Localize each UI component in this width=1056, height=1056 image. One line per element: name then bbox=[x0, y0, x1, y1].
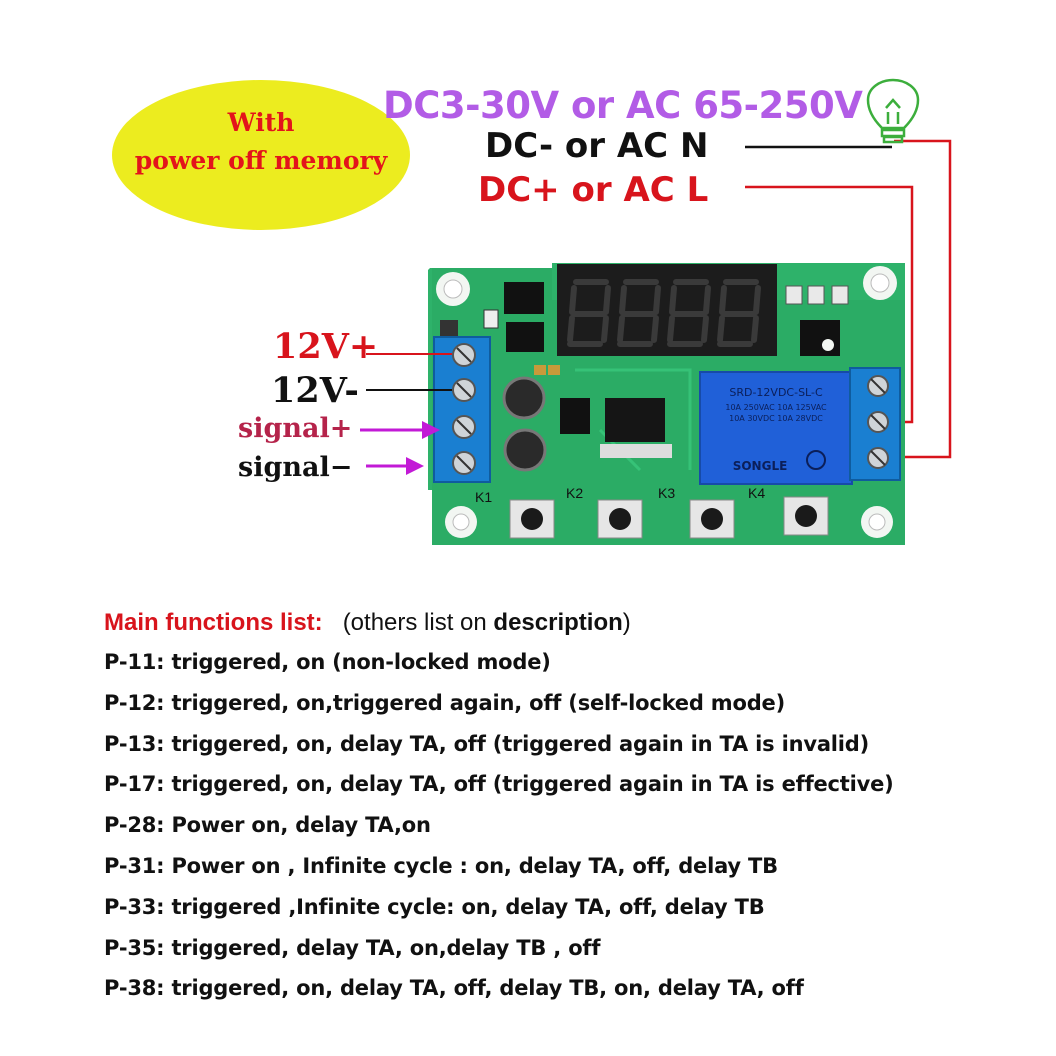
functions-subtitle-prefix: (others list on bbox=[342, 609, 494, 636]
functions-header: Main functions list: (others list on des… bbox=[104, 604, 1004, 642]
relay-rating-2: 10A 30VDC 10A 28VDC bbox=[729, 414, 823, 423]
functions-subtitle-suffix: ) bbox=[622, 609, 631, 636]
function-item: P-11: triggered, on (non-locked mode) bbox=[104, 650, 551, 674]
relay-logo-icon bbox=[806, 450, 826, 470]
functions-subtitle-bold: description bbox=[493, 609, 623, 636]
voltage-range-label: DC3-30V or AC 65-250V bbox=[383, 84, 863, 127]
memory-label: With power off memory bbox=[112, 104, 410, 180]
function-item: P-17: triggered, on, delay TA, off (trig… bbox=[104, 772, 894, 797]
neg-wire-label: DC- or AC N bbox=[485, 126, 709, 166]
key-label-k4: K4 bbox=[748, 485, 765, 501]
light-bulb-icon bbox=[866, 78, 920, 144]
terminal-label-12v-plus: 12V+ bbox=[273, 326, 379, 367]
relay-terminal-block bbox=[849, 367, 901, 481]
relay-rating-1: 10A 250VAC 10A 125VAC bbox=[725, 403, 827, 412]
key-label-k2: K2 bbox=[566, 485, 583, 501]
functions-title: Main functions list: bbox=[104, 609, 323, 636]
function-item: P-31: Power on , Infinite cycle : on, de… bbox=[104, 853, 778, 878]
function-item: P-35: triggered, delay TA, on,delay TB ,… bbox=[104, 935, 601, 960]
terminal-label-12v-minus: 12V- bbox=[271, 370, 359, 411]
memory-line-2: power off memory bbox=[134, 146, 388, 175]
function-item: P-33: triggered ,Infinite cycle: on, del… bbox=[104, 894, 765, 919]
key-label-k1: K1 bbox=[475, 489, 492, 505]
key-buttons: K1 K2 K3 K4 bbox=[475, 485, 829, 539]
terminal-label-signal-plus: signal+ bbox=[238, 413, 353, 444]
relay-brand: SONGLE bbox=[733, 459, 788, 473]
relay: SRD-12VDC-SL-C 10A 250VAC 10A 125VAC 10A… bbox=[699, 371, 853, 485]
input-terminal-block bbox=[433, 336, 491, 483]
display-digits bbox=[567, 279, 761, 347]
relay-model: SRD-12VDC-SL-C bbox=[729, 386, 823, 399]
terminal-label-signal-minus: signal− bbox=[238, 452, 353, 483]
memory-line-1: With bbox=[227, 108, 295, 137]
function-item: P-28: Power on, delay TA,on bbox=[104, 813, 431, 838]
function-item: P-12: triggered, on,triggered again, off… bbox=[104, 690, 785, 715]
seven-segment-display bbox=[557, 264, 777, 356]
signal-plus-arrow-icon bbox=[360, 421, 440, 439]
memory-bubble bbox=[112, 80, 410, 230]
function-item: P-13: triggered, on, delay TA, off (trig… bbox=[104, 731, 870, 756]
functions-list: Main functions list: (others list on des… bbox=[104, 604, 1004, 1009]
signal-minus-arrow-icon bbox=[366, 457, 424, 475]
key-label-k3: K3 bbox=[658, 485, 675, 501]
pos-wire-label: DC+ or AC L bbox=[478, 170, 709, 210]
function-item: P-38: triggered, on, delay TA, off, dela… bbox=[104, 976, 804, 1001]
input-wiring bbox=[366, 353, 452, 391]
